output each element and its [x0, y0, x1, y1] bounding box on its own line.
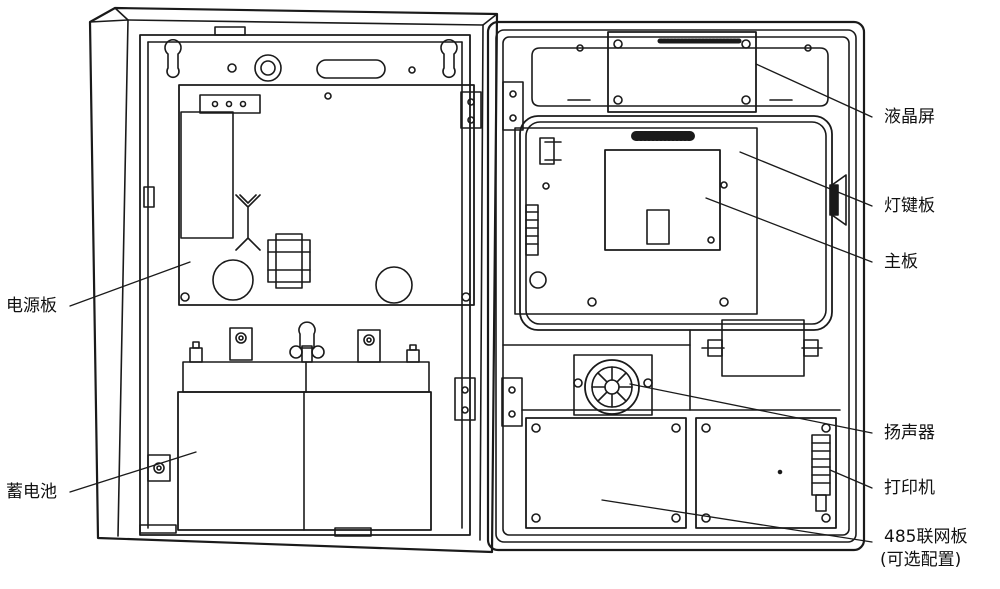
leader-lines: [69, 63, 873, 543]
label-network-board: 485联网板: [884, 527, 968, 547]
lcd-screen: [531, 31, 829, 113]
network-board: [525, 417, 687, 529]
mounting-hook-left: [164, 39, 182, 79]
label-printer: 打印机: [884, 478, 935, 498]
speaker: [573, 354, 653, 416]
printer: [695, 417, 837, 529]
battery: [147, 321, 432, 531]
label-mainboard: 主板: [884, 252, 918, 272]
label-keyboard: 灯键板: [884, 196, 935, 216]
mounting-hook-right: [440, 39, 458, 79]
label-network-board-note: (可选配置): [880, 550, 962, 570]
keyboard-board: [514, 115, 847, 331]
left-cabinet: [88, 6, 499, 554]
label-power-board: 电源板: [6, 296, 57, 316]
label-speaker: 扬声器: [884, 423, 935, 443]
power-board: [178, 84, 482, 306]
main-board: [525, 131, 729, 307]
relay-box: [701, 319, 823, 377]
right-cabinet: [486, 20, 866, 552]
label-lcd: 液晶屏: [884, 107, 935, 127]
label-battery: 蓄电池: [6, 482, 57, 502]
